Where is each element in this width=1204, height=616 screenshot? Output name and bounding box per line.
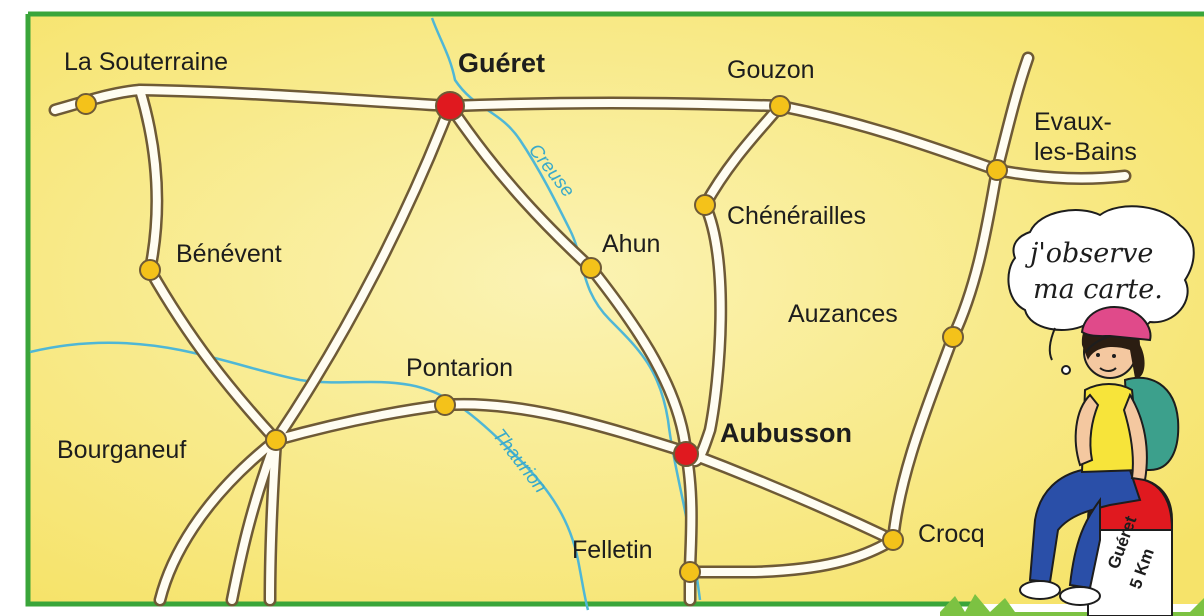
hiker-cap bbox=[1080, 306, 1152, 342]
town-dot-benevent bbox=[139, 259, 161, 281]
hiker-legs bbox=[1028, 469, 1142, 584]
hiker-arm bbox=[1074, 393, 1100, 467]
hiker-shoe-left bbox=[1019, 580, 1061, 600]
town-markers bbox=[75, 91, 1008, 583]
town-label-evaux-line-2: les-Bains bbox=[1034, 138, 1137, 166]
town-label-bourganeuf: Bourganeuf bbox=[57, 436, 186, 464]
town-dot-aubusson bbox=[673, 441, 699, 467]
hiker-illustration: j'observe ma carte. Guéret 5 Km bbox=[940, 205, 1204, 616]
town-label-pontarion: Pontarion bbox=[406, 354, 513, 382]
town-label-benevent: Bénévent bbox=[176, 240, 282, 268]
town-dot-chenerailles bbox=[694, 194, 716, 216]
town-label-evaux-les-bains: Evaux- les-Bains bbox=[1034, 108, 1137, 166]
town-label-ahun: Ahun bbox=[602, 230, 660, 258]
town-label-felletin: Felletin bbox=[572, 536, 653, 564]
town-dot-felletin bbox=[679, 561, 701, 583]
town-label-chenerailles: Chénérailles bbox=[727, 202, 866, 230]
grass-tuft bbox=[940, 594, 1204, 616]
town-dot-crocq bbox=[882, 529, 904, 551]
town-label-aubusson: Aubusson bbox=[720, 418, 852, 448]
map-border bbox=[25, 11, 1204, 607]
speech-bubble-line-2: ma carte. bbox=[1033, 274, 1163, 305]
town-label-auzances: Auzances bbox=[788, 300, 898, 328]
town-dot-auzances bbox=[942, 326, 964, 348]
town-label-crocq: Crocq bbox=[918, 520, 985, 548]
town-dot-gueret bbox=[435, 91, 465, 121]
town-dot-bourganeuf bbox=[265, 429, 287, 451]
town-dot-ahun bbox=[580, 257, 602, 279]
town-label-evaux-line-1: Evaux- bbox=[1034, 108, 1112, 136]
town-label-gueret: Guéret bbox=[458, 48, 545, 78]
speech-bubble: j'observe ma carte. bbox=[1007, 205, 1195, 375]
speech-bubble-line-1: j'observe bbox=[1025, 238, 1153, 269]
town-dot-la-souterraine bbox=[75, 93, 97, 115]
town-dot-pontarion bbox=[434, 394, 456, 416]
town-dot-gouzon bbox=[769, 95, 791, 117]
hiker-shoe-right bbox=[1059, 586, 1101, 606]
town-dot-evaux-les-bains bbox=[986, 159, 1008, 181]
town-label-la-souterraine: La Souterraine bbox=[64, 48, 228, 76]
river-thaurion bbox=[29, 341, 590, 611]
town-label-gouzon: Gouzon bbox=[727, 56, 815, 84]
